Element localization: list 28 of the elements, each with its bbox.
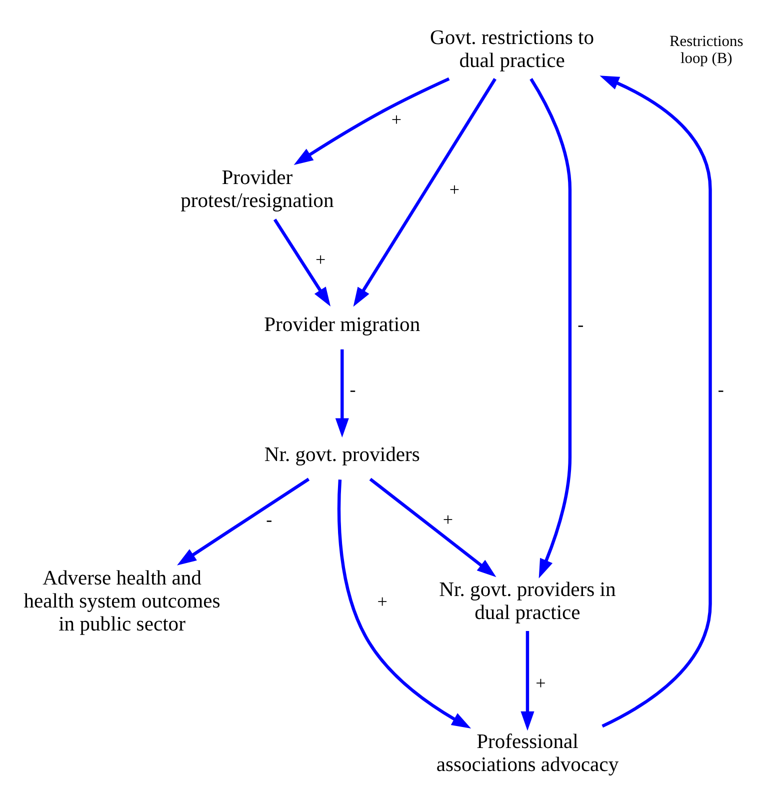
arrow [177,477,310,565]
edge-label: + [391,108,402,129]
edge-label: + [377,590,388,611]
node-text: Nr. govt. providers [264,443,420,466]
node-text: Nr. govt. providers in dual practice [439,578,616,624]
node-text: Govt. restrictions to dual practice [430,26,594,72]
edge-label: + [315,249,326,270]
node-text: Professional associations advocacy [436,730,619,776]
arrow [530,78,572,578]
edge-label: - [718,379,724,400]
arrow [353,78,496,306]
arrow [369,477,496,577]
node-text: Provider migration [264,313,420,336]
edge-label: - [350,379,356,400]
edge-label: + [536,672,546,693]
arrow [335,348,349,438]
arrow [600,75,712,728]
edge-label: - [266,509,272,530]
edge-label: + [449,179,460,200]
arrow [520,630,534,730]
node-text: Adverse health and health system outcomes in public sector [24,566,220,636]
arrow [337,479,472,728]
edge-label: - [578,314,584,334]
arrow [273,218,331,306]
node-text: Provider protest/resignation [180,166,334,212]
label: Restrictions loop (B) [670,32,744,66]
edge-label: + [442,509,454,530]
arrow [294,76,450,164]
